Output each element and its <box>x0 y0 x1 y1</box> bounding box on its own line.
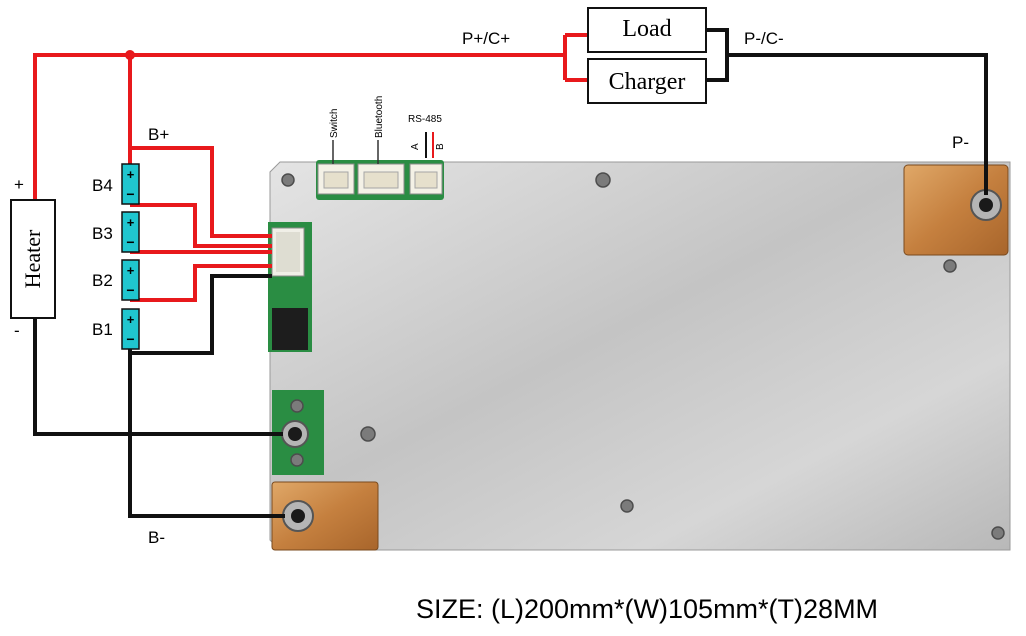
rs485-b-label: B <box>435 143 446 150</box>
cell-minus: − <box>126 331 134 347</box>
size-caption: SIZE: (L)200mm*(W)105mm*(T)28MM <box>416 594 879 624</box>
heater-label: Heater <box>20 229 45 288</box>
negative-wires <box>33 28 988 518</box>
rs485-connector[interactable] <box>409 163 443 195</box>
cell-name: B3 <box>92 224 113 243</box>
switch-label: Switch <box>329 109 340 138</box>
connector-label-lines <box>332 140 379 164</box>
rs485-a-label: A <box>410 143 421 150</box>
heater-terminal[interactable] <box>281 420 309 448</box>
p-minus-c-label: P-/C- <box>744 29 784 48</box>
p-minus-label: P- <box>952 133 969 152</box>
cell-b3: + − B3 <box>92 211 140 253</box>
rs485-label: RS-485 <box>408 114 442 125</box>
b-minus-label: B- <box>148 528 165 547</box>
charger-label: Charger <box>609 69 686 95</box>
cell-minus: − <box>126 234 134 250</box>
load-box[interactable]: Load <box>587 7 707 53</box>
bluetooth-label: Bluetooth <box>374 96 385 138</box>
load-label: Load <box>622 16 671 42</box>
cell-b1: + − B1 <box>92 308 140 350</box>
heater-minus-label: - <box>14 321 20 340</box>
cell-plus: + <box>127 215 135 230</box>
cell-plus: + <box>127 312 135 327</box>
pcb-chip <box>272 308 308 350</box>
rs485-lines <box>425 132 434 158</box>
battery-cells: + − B4 + − B3 + − B2 + − B1 <box>92 163 140 350</box>
cell-b4: + − B4 <box>92 163 140 205</box>
cell-plus: + <box>127 263 135 278</box>
bluetooth-connector[interactable] <box>357 163 405 195</box>
cell-plus: + <box>127 167 135 182</box>
p-minus-terminal[interactable] <box>903 164 1009 256</box>
heater-box[interactable]: Heater <box>10 199 56 319</box>
cell-minus: − <box>126 282 134 298</box>
cell-name: B2 <box>92 271 113 290</box>
bms-board <box>268 160 1011 551</box>
cell-b2: + − B2 <box>92 259 140 301</box>
switch-connector[interactable] <box>317 163 355 195</box>
b-minus-terminal[interactable] <box>271 481 379 551</box>
screws <box>281 172 1005 540</box>
cell-minus: − <box>126 186 134 202</box>
charger-box[interactable]: Charger <box>587 58 707 104</box>
cell-name: B4 <box>92 176 113 195</box>
heater-plus-label: + <box>14 175 24 194</box>
cell-name: B1 <box>92 320 113 339</box>
junction-dot <box>125 50 135 60</box>
b-plus-label: B+ <box>148 125 169 144</box>
balance-connector[interactable] <box>271 227 305 277</box>
p-plus-label: P+/C+ <box>462 29 510 48</box>
